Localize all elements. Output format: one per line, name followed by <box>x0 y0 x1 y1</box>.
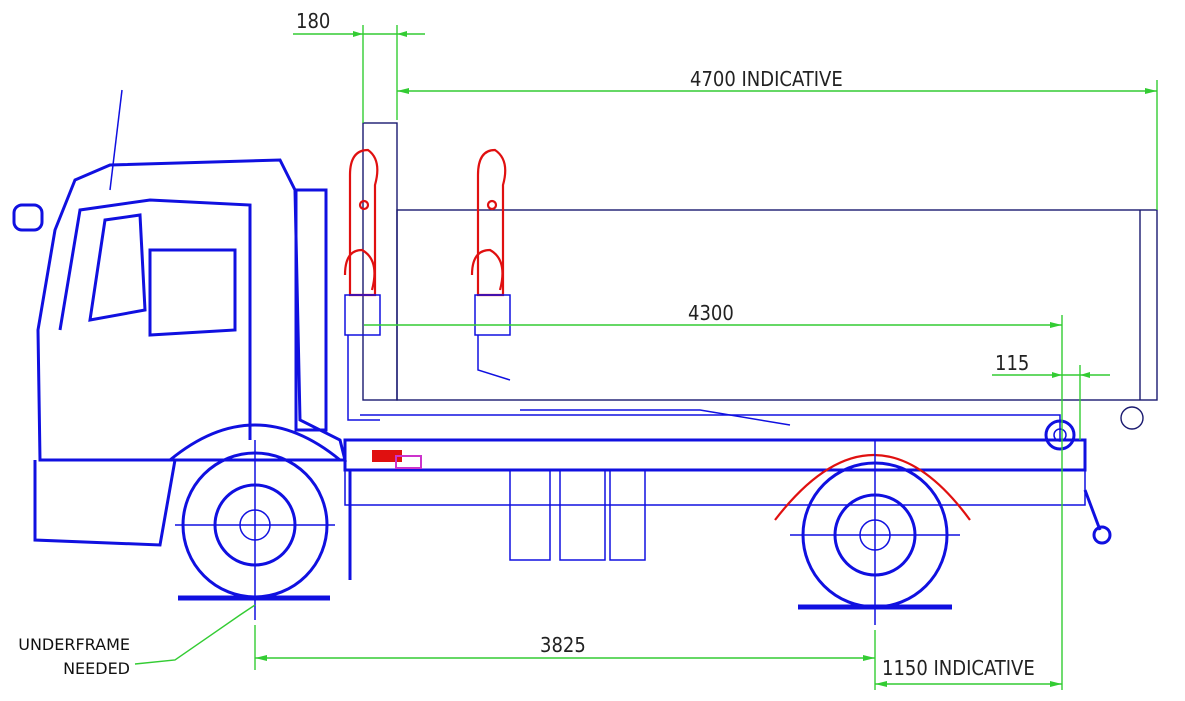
rear-wheel <box>774 440 971 625</box>
front-wheel <box>169 423 341 620</box>
sub-frame-marker <box>395 455 422 469</box>
dimension-lines <box>134 25 1158 690</box>
container-body <box>362 122 1158 430</box>
dim-180: 180 <box>296 9 330 33</box>
truck-cab <box>12 89 347 547</box>
hooklift-arm-stowed <box>343 148 381 421</box>
dim-4300: 4300 <box>688 301 734 325</box>
note-underframe: UNDERFRAME <box>18 635 130 654</box>
hook-mount <box>372 450 402 462</box>
dim-3825: 3825 <box>540 633 586 657</box>
hooklift-arm-extended <box>470 148 511 381</box>
dim-4700: 4700 INDICATIVE <box>690 67 843 91</box>
dim-1150: 1150 INDICATIVE <box>882 656 1035 680</box>
chassis <box>343 409 1112 580</box>
note-needed: NEEDED <box>63 659 130 678</box>
dim-115: 115 <box>995 351 1029 375</box>
